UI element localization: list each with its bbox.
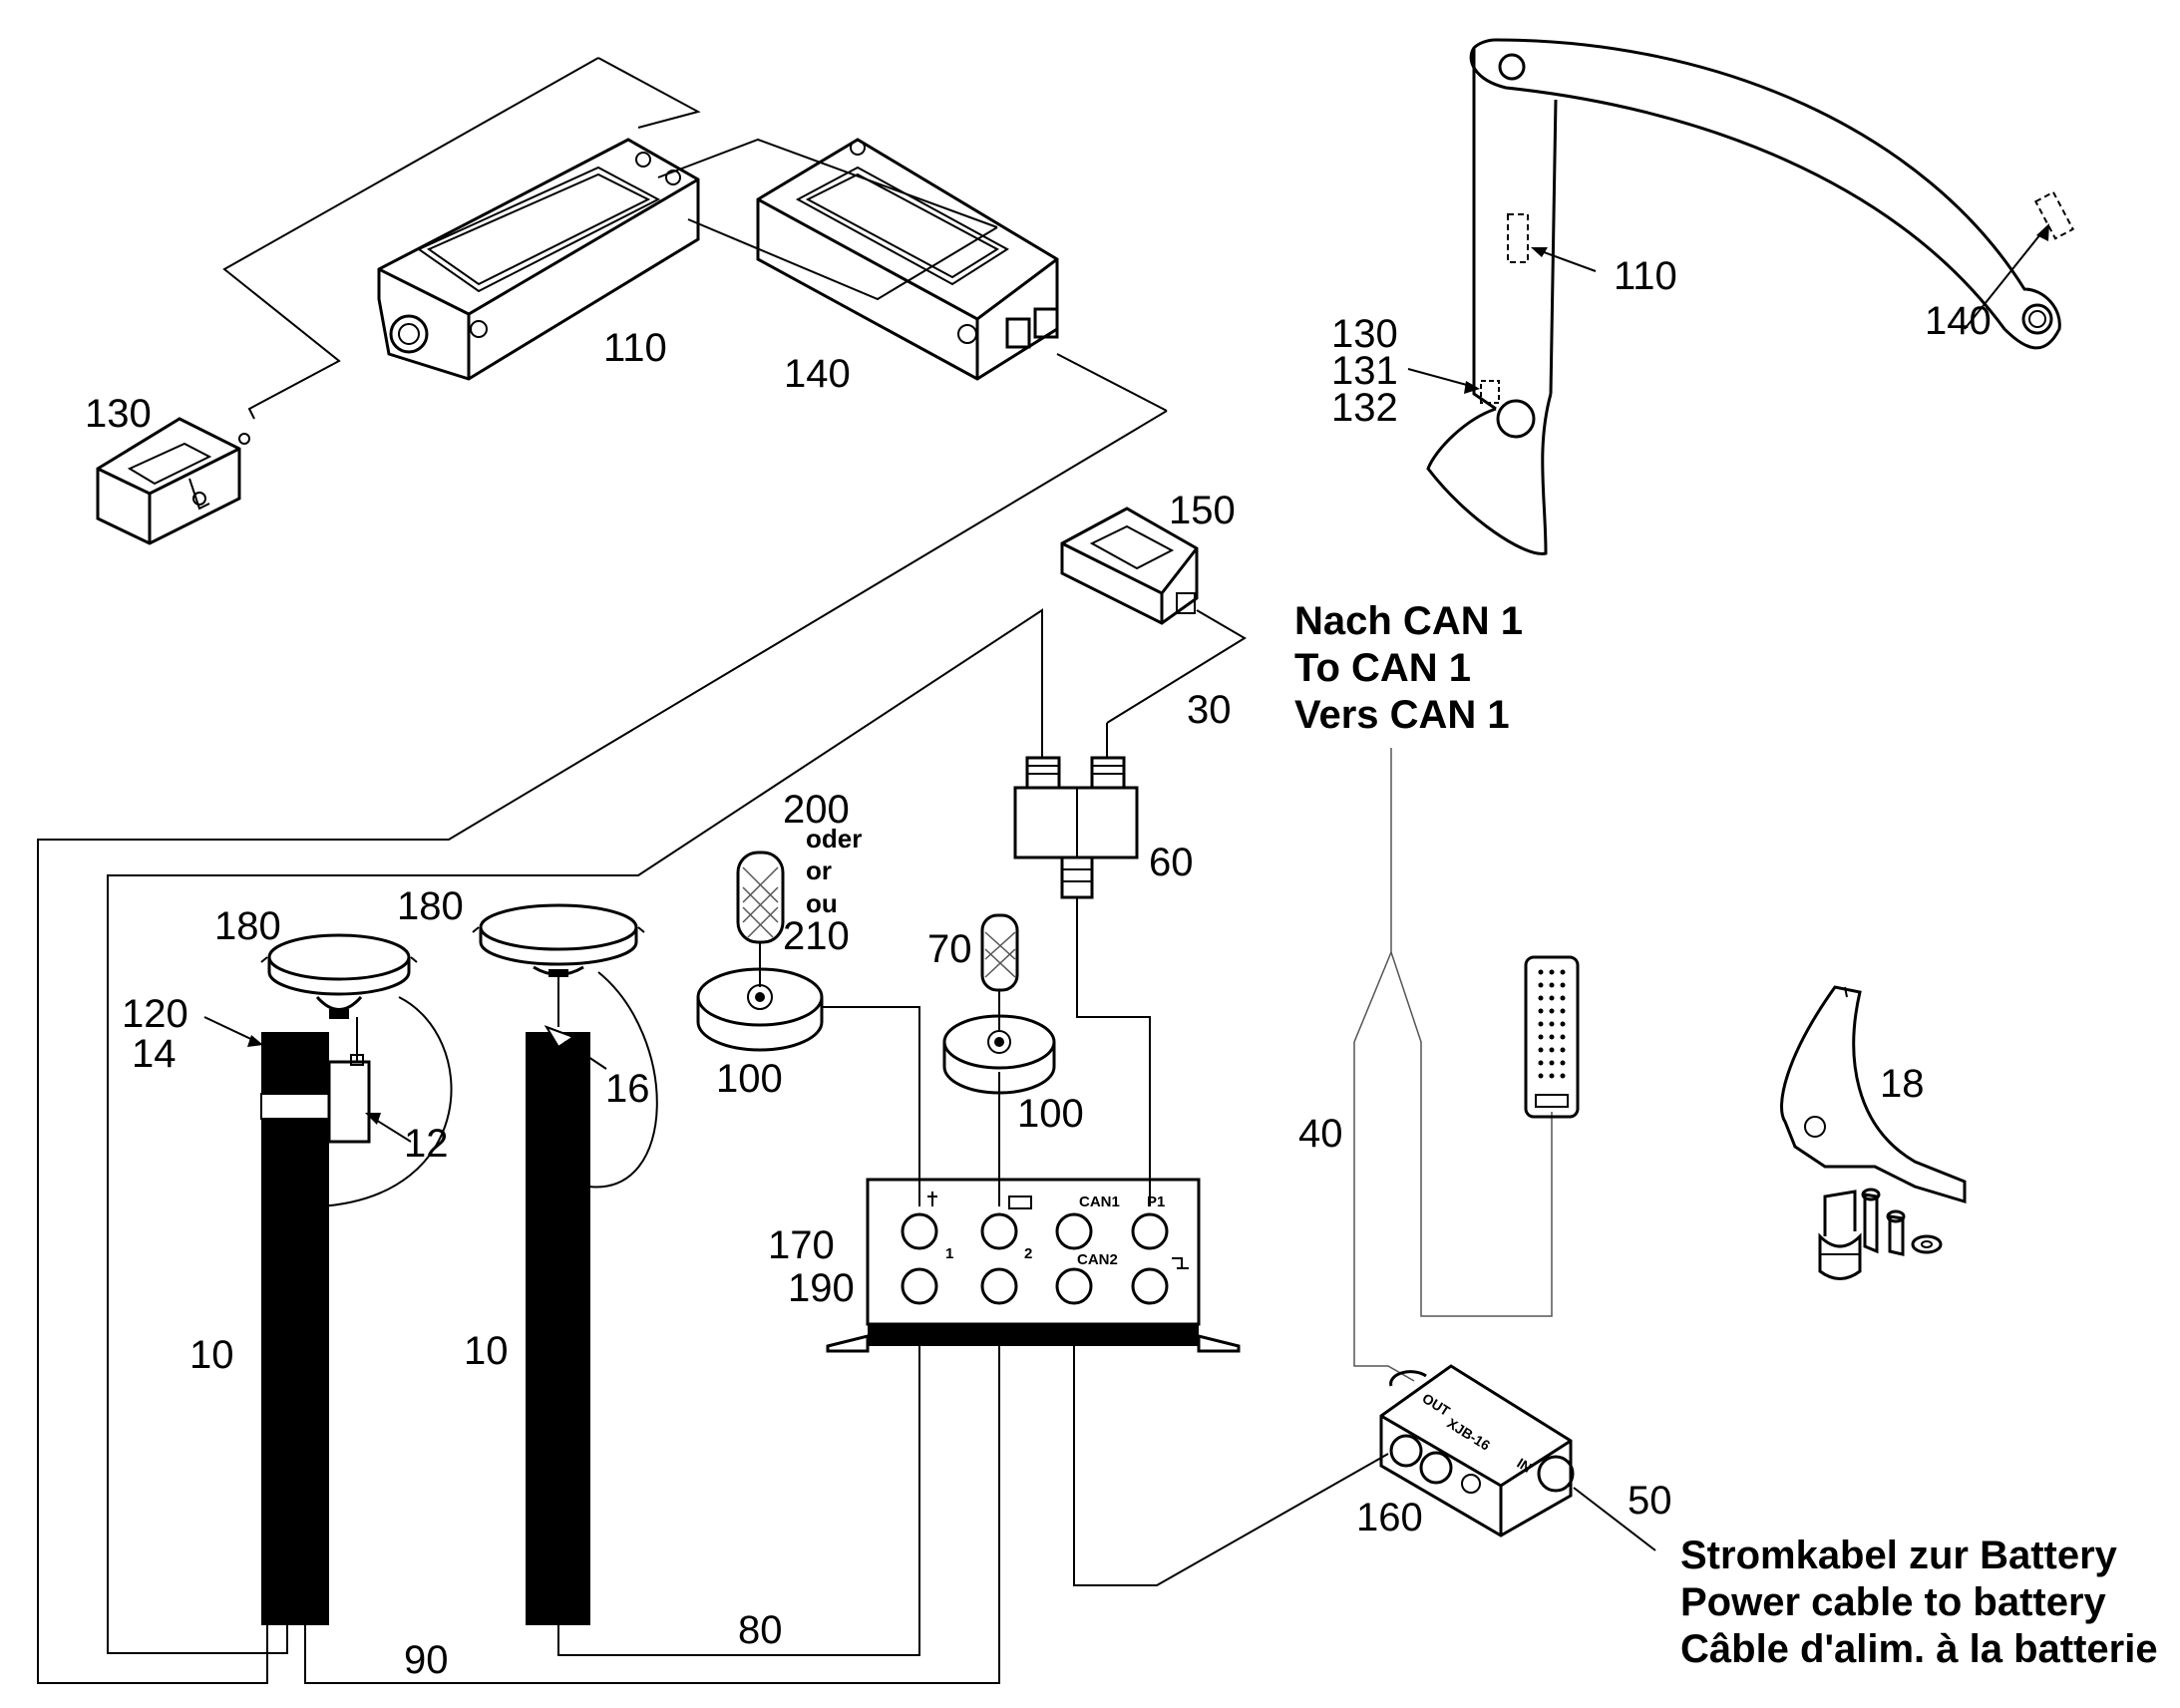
network-port-icon: [1172, 1257, 1189, 1269]
label-100-right: 100: [1017, 1092, 1084, 1136]
port-p1-label: P1: [1147, 1194, 1165, 1210]
label-30-cable: 30: [1187, 688, 1232, 732]
label-131-arm: 131: [1331, 349, 1398, 393]
label-170: 170: [768, 1223, 835, 1267]
mast-10-left: [260, 1032, 371, 1625]
port-1-label: 1: [945, 1245, 953, 1262]
mast-10-right: [526, 1025, 590, 1625]
bracket-18: [1780, 985, 1967, 1280]
label-150-sensor: 150: [1169, 489, 1236, 532]
label-10-left: 10: [189, 1333, 234, 1377]
power-note-line2: Power cable to battery: [1680, 1580, 2107, 1624]
can-cables: [1073, 748, 1553, 1586]
leader-arrows: [203, 1016, 607, 1143]
label-18: 18: [1880, 1062, 1925, 1106]
label-70-antenna: 70: [927, 927, 972, 971]
label-80: 80: [738, 1608, 783, 1652]
excavator-arm: [1407, 38, 2075, 555]
power-note-line3: Câble d'alim. à la batterie: [1680, 1627, 2158, 1671]
can-note: Nach CAN 1 To CAN 1 Vers CAN 1: [1294, 599, 1523, 737]
label-12: 12: [404, 1122, 449, 1166]
sensor-150: [1060, 507, 1199, 625]
label-120: 120: [122, 992, 188, 1036]
antenna-200-210: [736, 851, 785, 987]
label-130-sensor: 130: [85, 392, 152, 436]
label-210-antenna: 210: [783, 914, 850, 958]
label-60-splitter: 60: [1149, 841, 1194, 884]
sensor-130: [96, 417, 250, 545]
port-can1-label: CAN1: [1079, 1194, 1120, 1210]
sensor-110: [377, 138, 700, 381]
port-can2-label: CAN2: [1077, 1251, 1118, 1268]
gnss-180-right: [472, 903, 645, 977]
label-ou: ou: [806, 888, 838, 918]
label-50: 50: [1628, 1479, 1672, 1523]
label-110-arm: 110: [1614, 254, 1677, 298]
mast-cables: [304, 1336, 1000, 1684]
sensor-140: [756, 138, 1059, 381]
label-110-sensor: 110: [603, 326, 667, 370]
junction-out-label: OUT: [1419, 1390, 1453, 1419]
label-160: 160: [1356, 1496, 1423, 1539]
radio-port-icon: [1008, 1196, 1032, 1209]
can-note-line1: Nach CAN 1: [1294, 599, 1523, 643]
control-box-170-190: CAN1 P1 CAN2 1 2: [826, 1178, 1241, 1353]
junction-model-label: XJB-16: [1444, 1415, 1493, 1454]
label-180-right: 180: [397, 884, 464, 928]
power-note: Stromkabel zur Battery Power cable to ba…: [1680, 1534, 2158, 1671]
antenna-port-icon: [927, 1192, 937, 1206]
label-oder: oder: [806, 824, 862, 854]
gnss-cables: [318, 971, 658, 1207]
label-190: 190: [788, 1266, 855, 1310]
label-90: 90: [404, 1638, 449, 1682]
connector-strip: [1524, 955, 1580, 1119]
label-130-arm: 130: [1331, 312, 1398, 356]
can-note-line3: Vers CAN 1: [1294, 693, 1510, 737]
port-2-label: 2: [1024, 1245, 1032, 1262]
label-14: 14: [132, 1032, 177, 1076]
can-note-line2: To CAN 1: [1294, 646, 1471, 690]
part-labels: 110 140 130 150 110 140 130 131 132 30 6…: [85, 254, 1992, 1682]
label-132-arm: 132: [1331, 386, 1398, 430]
label-200-antenna: 200: [783, 788, 850, 832]
label-or: or: [806, 855, 832, 885]
base-100-left: [696, 967, 824, 1052]
junction-in-label: IN: [1514, 1455, 1534, 1476]
splitter-60: [1013, 756, 1139, 899]
label-140-sensor: 140: [784, 352, 851, 396]
antenna-cables: [822, 1006, 1000, 1206]
sensor-connection-lines: [37, 57, 1168, 1684]
antenna-70: [980, 913, 1019, 1032]
label-140-arm: 140: [1925, 299, 1992, 343]
gnss-180-left: [260, 933, 418, 1019]
label-10-right: 10: [464, 1329, 509, 1373]
label-16: 16: [605, 1067, 650, 1111]
label-40: 40: [1298, 1112, 1343, 1156]
label-180-left: 180: [214, 904, 281, 948]
cables-30-60: [1041, 609, 1247, 1206]
power-note-line1: Stromkabel zur Battery: [1680, 1534, 2118, 1577]
label-100-left: 100: [716, 1057, 783, 1101]
